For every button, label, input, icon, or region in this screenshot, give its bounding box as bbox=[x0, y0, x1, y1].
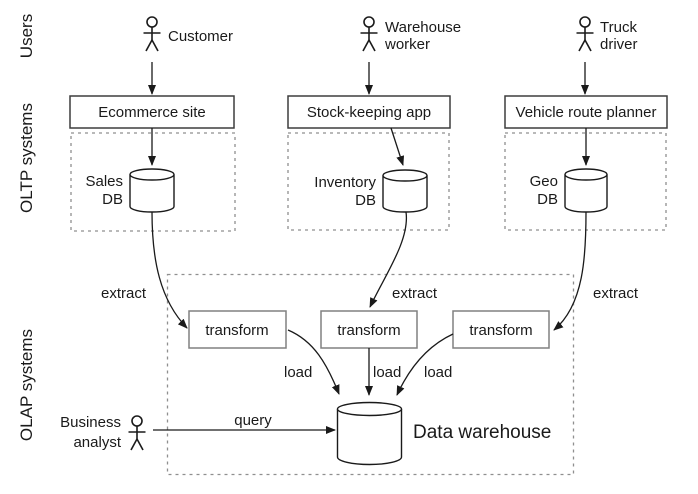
salesdb-extract-arrow bbox=[151, 211, 188, 329]
geodb-extract-arrow bbox=[553, 211, 587, 331]
query-label: query bbox=[234, 412, 272, 429]
stock-keeping-app-box bbox=[287, 95, 451, 129]
business-analyst-label-line2: analyst bbox=[73, 434, 121, 451]
inventory-db-cylinder-icon bbox=[382, 169, 428, 213]
extract-label-2: extract bbox=[392, 285, 438, 302]
stock-keeping-app-label: Stock-keeping app bbox=[307, 104, 431, 121]
transform-box-3 bbox=[452, 310, 550, 349]
transform-label-1: transform bbox=[205, 322, 268, 339]
data-warehouse-label: Data warehouse bbox=[413, 422, 551, 443]
load-arrow-1 bbox=[287, 329, 340, 395]
olap-dashed-box bbox=[166, 273, 575, 476]
business-analyst-label-line1: Business bbox=[60, 414, 121, 431]
truck-driver-person-icon bbox=[575, 16, 595, 52]
row-label-users: Users bbox=[17, 14, 36, 58]
row-label-olap-systems: OLAP systems bbox=[17, 329, 36, 441]
transform-box-2 bbox=[320, 310, 418, 349]
oltp-dashed-box-inventory bbox=[287, 132, 450, 231]
sales-db-cylinder-icon bbox=[129, 168, 175, 213]
geo-db-label-line2: DB bbox=[537, 191, 558, 208]
business-analyst-person-icon bbox=[127, 415, 147, 451]
load-arrow-3 bbox=[396, 333, 454, 396]
vehicle-route-planner-label: Vehicle route planner bbox=[516, 104, 657, 121]
ecommerce-site-label: Ecommerce site bbox=[98, 104, 206, 121]
customer-label: Customer bbox=[168, 28, 233, 45]
warehouse-worker-label-line1: Warehouse bbox=[385, 19, 461, 36]
warehouse-worker-label-line2: worker bbox=[384, 36, 430, 53]
load-label-1: load bbox=[284, 364, 312, 381]
stockkeeping-to-inventorydb-arrow bbox=[390, 127, 405, 166]
warehouse-worker-person-icon bbox=[359, 16, 379, 52]
truck-driver-label-line1: Truck bbox=[600, 19, 637, 36]
transform-box-1 bbox=[188, 310, 287, 349]
geo-db-cylinder-icon bbox=[564, 168, 608, 213]
inventory-db-label-line1: Inventory bbox=[314, 174, 376, 191]
row-label-oltp-systems: OLTP systems bbox=[17, 103, 36, 213]
extract-label-1: extract bbox=[101, 285, 147, 302]
data-warehouse-cylinder-icon bbox=[336, 401, 403, 466]
load-label-2: load bbox=[373, 364, 401, 381]
inventory-db-label-line2: DB bbox=[355, 192, 376, 209]
transform-label-3: transform bbox=[469, 322, 532, 339]
customer-person-icon bbox=[142, 16, 162, 52]
truck-driver-label-line2: driver bbox=[600, 36, 638, 53]
vehicle-route-planner-box bbox=[504, 95, 668, 129]
extract-label-3: extract bbox=[593, 285, 639, 302]
geo-db-label-line1: Geo bbox=[530, 173, 558, 190]
ecommerce-site-box bbox=[69, 95, 235, 129]
sales-db-label-line1: Sales bbox=[85, 173, 123, 190]
inventorydb-extract-arrow bbox=[369, 211, 408, 308]
transform-label-2: transform bbox=[337, 322, 400, 339]
sales-db-label-line2: DB bbox=[102, 191, 123, 208]
load-label-3: load bbox=[424, 364, 452, 381]
